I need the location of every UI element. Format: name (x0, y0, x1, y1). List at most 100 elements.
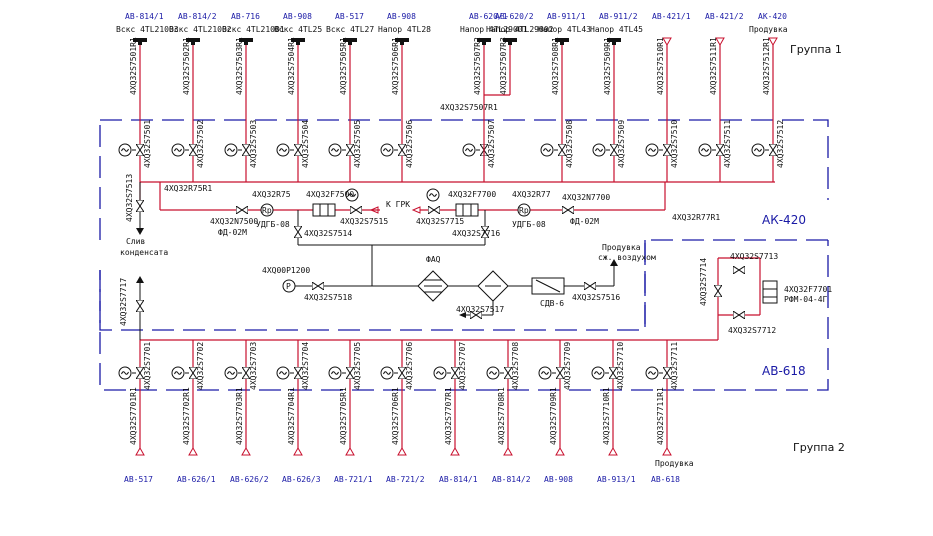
top-point-desc: Напор 4TL29002 (486, 25, 554, 34)
label-valve-n7700: 4XQ32N7700 (562, 193, 610, 202)
outlet-triangle-icon (608, 446, 618, 456)
manometer-icon (328, 366, 342, 380)
cap-icon (503, 38, 517, 42)
manometer-icon (224, 366, 238, 380)
outlet-triangle-icon (450, 446, 460, 456)
top-valve-label: 4XQ32S7510 (670, 120, 679, 168)
bottom-point-tag: 4XQ32S7708R1 (497, 387, 506, 445)
manometer-icon (645, 366, 659, 380)
valve-7516-icon[interactable] (584, 282, 596, 290)
manometer-icon (592, 143, 606, 157)
exhaust-arrow-icon (459, 312, 466, 318)
top-valve-label: 4XQ32S7503 (249, 120, 258, 168)
cap-stem-icon (400, 42, 404, 45)
arrow-to-grk-left-icon (369, 206, 379, 214)
cap-icon (555, 38, 569, 42)
bottom-point-id: АВ-814/1 (439, 475, 478, 484)
bottom-valve-label: 4XQ32S7705 (353, 342, 362, 390)
valve-7515-icon[interactable] (350, 206, 362, 214)
label-header-top: 4XQ32R75R1 (164, 184, 212, 193)
bottom-point-tag: 4XQ32S7711R1 (656, 387, 665, 445)
bottom-point-desc: Продувка (655, 459, 694, 468)
cap-stem-icon (191, 42, 195, 45)
manometer-icon (486, 366, 500, 380)
cap-stem-icon (560, 42, 564, 45)
valve-n7700-icon[interactable] (562, 206, 574, 214)
top-point-id: АВ-911/2 (599, 12, 638, 21)
valve-n7500-icon[interactable] (236, 206, 248, 214)
flow-sensor-right-icon (426, 188, 440, 202)
manometer-icon (328, 143, 342, 157)
top-point-desc: Напор 4TL43 (538, 25, 591, 34)
bottom-point-tag: 4XQ32S7710R1 (602, 387, 611, 445)
top-point-desc: Вскс 4TL21003 (116, 25, 179, 34)
valve-7713-icon[interactable] (733, 266, 745, 274)
label-fd-right: ФД-02М (570, 217, 599, 226)
top-point-id: АВ-716 (231, 12, 260, 21)
cap-icon (133, 38, 147, 42)
label-rfm: РФМ-04-4Г (784, 295, 828, 304)
top-point-id: АВ-517 (335, 12, 364, 21)
top-point-desc: Вскс 4TL21001 (222, 25, 285, 34)
filter-f7700-icon (455, 203, 479, 217)
top-valve-label: 4XQ32S7505 (353, 120, 362, 168)
outlet-triangle-icon (345, 446, 355, 456)
top-valve-label: 4XQ32S7508 (565, 120, 574, 168)
valve-7714-icon[interactable] (714, 285, 722, 297)
cap-icon (477, 38, 491, 42)
label-faq: ФАQ (426, 255, 441, 264)
sensor-r75-symbol: Rр (262, 206, 272, 215)
top-point-tag: 4XQ32S7503R1 (235, 37, 244, 95)
label-sensor-r77: 4XQ32R77 (512, 190, 551, 199)
bottom-point-id: АВ-913/1 (597, 475, 636, 484)
inlet-triangle-icon (662, 37, 672, 47)
top-point-tag: 4XQ32S7506R1 (391, 37, 400, 95)
bottom-valve-label: 4XQ32S7707 (458, 342, 467, 390)
cap-icon (239, 38, 253, 42)
valve-7518-icon[interactable] (312, 282, 324, 290)
valve-7514-icon[interactable] (294, 226, 302, 238)
label-drain-1: Слив (126, 237, 145, 246)
bottom-valve-label: 4XQ32S7711 (670, 342, 679, 390)
valve-7513-icon[interactable] (136, 200, 144, 212)
valve-7715-icon[interactable] (428, 206, 440, 214)
outlet-triangle-icon (662, 446, 672, 456)
label-sensor-f7701: 4XQ32F7701 (784, 285, 832, 294)
top-point-desc: Вскс 4TL25 (274, 25, 322, 34)
bottom-valve-label: 4XQ32S7704 (301, 342, 310, 390)
top-point-desc: Напор 4TL45 (590, 25, 643, 34)
valve-7717-icon[interactable] (136, 300, 144, 312)
drain-arrow-up-icon (136, 276, 144, 283)
label-udgb-left: УДГБ-08 (256, 220, 290, 229)
bottom-point-tag: 4XQ32S7707R1 (444, 387, 453, 445)
bottom-valve-label: 4XQ32S7701 (143, 342, 152, 390)
top-valve-label: 4XQ32S7509 (617, 120, 626, 168)
label-valve-7518: 4XQ32S7518 (304, 293, 352, 302)
manometer-icon (171, 143, 185, 157)
top-point-desc: Вскс 4TL27 (326, 25, 374, 34)
outlet-triangle-icon (397, 446, 407, 456)
top-point-id: АВ-421/2 (705, 12, 744, 21)
top-point-tag: 4XQ32S7510R1 (656, 37, 665, 95)
top-point-tag: 4XQ32S7508R1 (551, 37, 560, 95)
zone-ab618-label: АВ-618 (762, 364, 806, 378)
label-filter-f7700: 4XQ32F7700 (448, 190, 496, 199)
bottom-point-id: АВ-626/1 (177, 475, 216, 484)
inlet-triangle-icon (715, 37, 725, 47)
label-purge-1: Продувка (602, 243, 641, 252)
label-valve-7514: 4XQ32S7514 (304, 229, 352, 238)
bottom-valve-label: 4XQ32S7702 (196, 342, 205, 390)
valve-7712-icon[interactable] (733, 311, 745, 319)
label-sdv: СДВ-6 (540, 299, 564, 308)
label-filter-f7500: 4XQ32F7500 (306, 190, 354, 199)
zone-boundary-bottom (99, 240, 829, 391)
manometer-icon (171, 366, 185, 380)
